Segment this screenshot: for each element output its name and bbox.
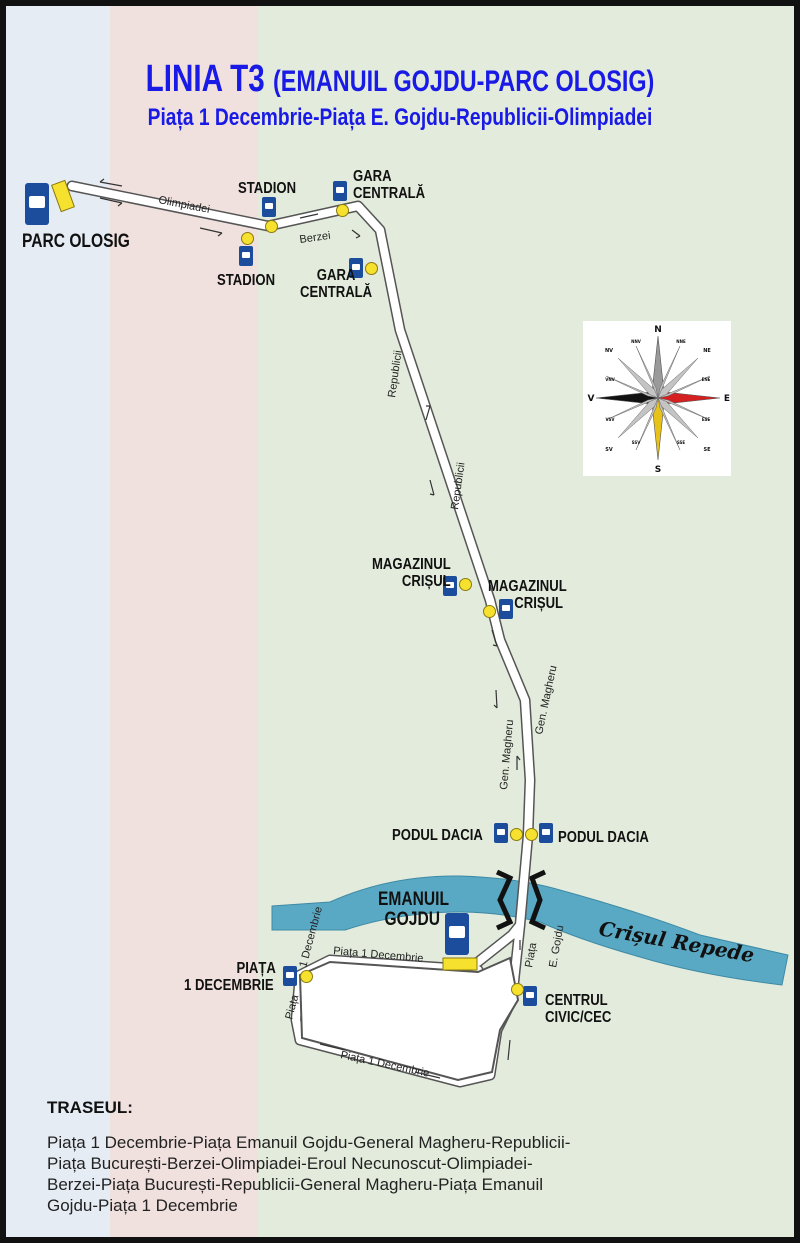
stop-label-line: EMANUIL — [378, 889, 449, 910]
traseul-description: Piața 1 Decembrie-Piața Emanuil Gojdu-Ge… — [47, 1132, 787, 1216]
stop-label-emanuil-gojdu: EMANUIL GOJDU — [378, 890, 449, 930]
bus-stop-sign — [523, 986, 537, 1006]
stop-label-line: CRIȘUL — [514, 595, 564, 612]
stop-label-podul-dacia-left: PODUL DACIA — [392, 827, 483, 844]
stop-label-line: CENTRUL — [545, 992, 608, 1009]
stop-label-line: MAGAZINUL — [488, 578, 567, 595]
bus-stop-sign — [262, 197, 276, 217]
terminus-gojdu-sign — [445, 913, 469, 955]
map-title: LINIA T3 (EMANUIL GOJDU-PARC OLOSIG) — [88, 58, 712, 101]
traseul-title: TRASEUL: — [47, 1098, 133, 1117]
stop-label-magazinul-right: MAGAZINUL CRIȘUL — [488, 578, 567, 612]
stop-marker — [483, 605, 496, 618]
compass-vnv: VNV — [605, 377, 615, 382]
stop-label-line: PIAȚA — [236, 960, 276, 977]
traseul-line: Piața 1 Decembrie-Piața Emanuil Gojdu-Ge… — [47, 1133, 571, 1152]
bridge-right-bracket — [528, 869, 547, 931]
stop-label-line: GARA — [316, 267, 356, 284]
background-band-blue — [6, 6, 110, 1237]
bus-stop-sign — [494, 823, 508, 843]
stop-label-line: GOJDU — [384, 909, 440, 930]
stop-label-gara-top: GARA CENTRALĂ — [353, 168, 425, 202]
stop-label-line: MAGAZINUL — [372, 556, 451, 573]
compass-se: SE — [703, 447, 711, 453]
stop-label-centrul-civic: CENTRUL CIVIC/CEC — [545, 992, 611, 1026]
compass-nne: NNE — [676, 339, 686, 344]
stop-marker — [265, 220, 278, 233]
map-subtitle: Piața 1 Decembrie-Piața E. Gojdu-Republi… — [147, 104, 653, 131]
line-name: LINIA T3 — [145, 58, 265, 100]
stop-label-line: GARA — [353, 168, 392, 185]
stop-marker — [336, 204, 349, 217]
traseul-line: Berzei-Piața București-Republicii-Genera… — [47, 1175, 544, 1194]
terminus-parc-olosig-marker — [50, 179, 76, 213]
stop-label-magazinul-left: MAGAZINUL CRIȘUL — [372, 556, 451, 590]
stop-label-line: CENTRALĂ — [353, 185, 426, 202]
compass-ene: ENE — [702, 377, 711, 382]
stop-label-gara-bottom: GARA CENTRALĂ — [300, 267, 372, 301]
stop-marker — [510, 828, 523, 841]
piata-1-decembrie-area — [298, 956, 520, 1082]
stop-marker — [300, 970, 313, 983]
stop-label-line: CENTRALĂ — [300, 284, 373, 301]
compass-vsv: VSV — [605, 417, 615, 422]
compass-sv: SV — [605, 447, 613, 453]
bridge-left-bracket — [495, 869, 514, 931]
stop-marker — [459, 578, 472, 591]
compass-s: S — [655, 465, 661, 475]
compass-v: V — [588, 394, 595, 404]
direction-arrows — [99, 178, 521, 1079]
stop-label-line: 1 DECEMBRIE — [184, 977, 274, 994]
bus-stop-sign — [283, 966, 297, 986]
stop-label-parc-olosig: PARC OLOSIG — [22, 231, 130, 252]
compass-ese: ESE — [702, 417, 711, 422]
bus-icon — [449, 926, 465, 938]
compass-ssv: SSV — [632, 440, 642, 445]
stop-label-stadion-bottom: STADION — [217, 272, 276, 289]
stop-label-podul-dacia-right: PODUL DACIA — [558, 829, 649, 846]
stop-label-piata-1-decembrie: PIAȚA 1 DECEMBRIE — [184, 960, 276, 994]
bus-stop-sign — [443, 576, 457, 596]
stop-label-line: CRIȘUL — [401, 573, 451, 590]
street-gen-magheru-1: Gen. Magheru — [498, 719, 516, 790]
traseul-line: Gojdu-Piața 1 Decembrie — [47, 1196, 238, 1215]
street-gen-magheru-2: Gen. Magheru — [533, 664, 559, 735]
stop-marker — [365, 262, 378, 275]
stop-label-line: CIVIC/CEC — [545, 1009, 612, 1026]
stop-marker — [241, 232, 254, 245]
stop-marker — [525, 828, 538, 841]
river-crisul-repede — [271, 875, 789, 986]
bus-icon — [29, 196, 45, 208]
compass-nv: NV — [605, 348, 613, 354]
terminus-gojdu-marker — [442, 957, 478, 971]
compass-e: E — [724, 394, 730, 404]
stop-marker — [511, 983, 524, 996]
traseul-line: Piața București-Berzei-Olimpiadei-Eroul … — [47, 1154, 533, 1173]
compass-n: N — [654, 325, 662, 335]
bus-stop-sign — [239, 246, 253, 266]
route-name: (EMANUIL GOJDU-PARC OLOSIG) — [273, 65, 655, 98]
bus-stop-sign — [349, 258, 363, 278]
street-berzei: Berzei — [299, 230, 332, 246]
bus-stop-sign — [333, 181, 347, 201]
compass-rose: N S E V NV NE SV SE NNV NNE VNV ENE VSV … — [583, 321, 731, 476]
street-e-gojdu: E. Gojdu — [547, 924, 566, 968]
stop-label-stadion-top: STADION — [238, 180, 297, 197]
compass-sse: SSE — [677, 440, 686, 445]
compass-ne: NE — [703, 348, 711, 354]
street-republicii-1: Republicii — [386, 350, 405, 399]
bus-stop-sign — [539, 823, 553, 843]
street-piata-gojdu: Piața — [523, 941, 539, 969]
compass-nnv: NNV — [631, 339, 642, 344]
terminus-parc-olosig-sign — [25, 183, 49, 225]
bus-stop-sign — [499, 599, 513, 619]
